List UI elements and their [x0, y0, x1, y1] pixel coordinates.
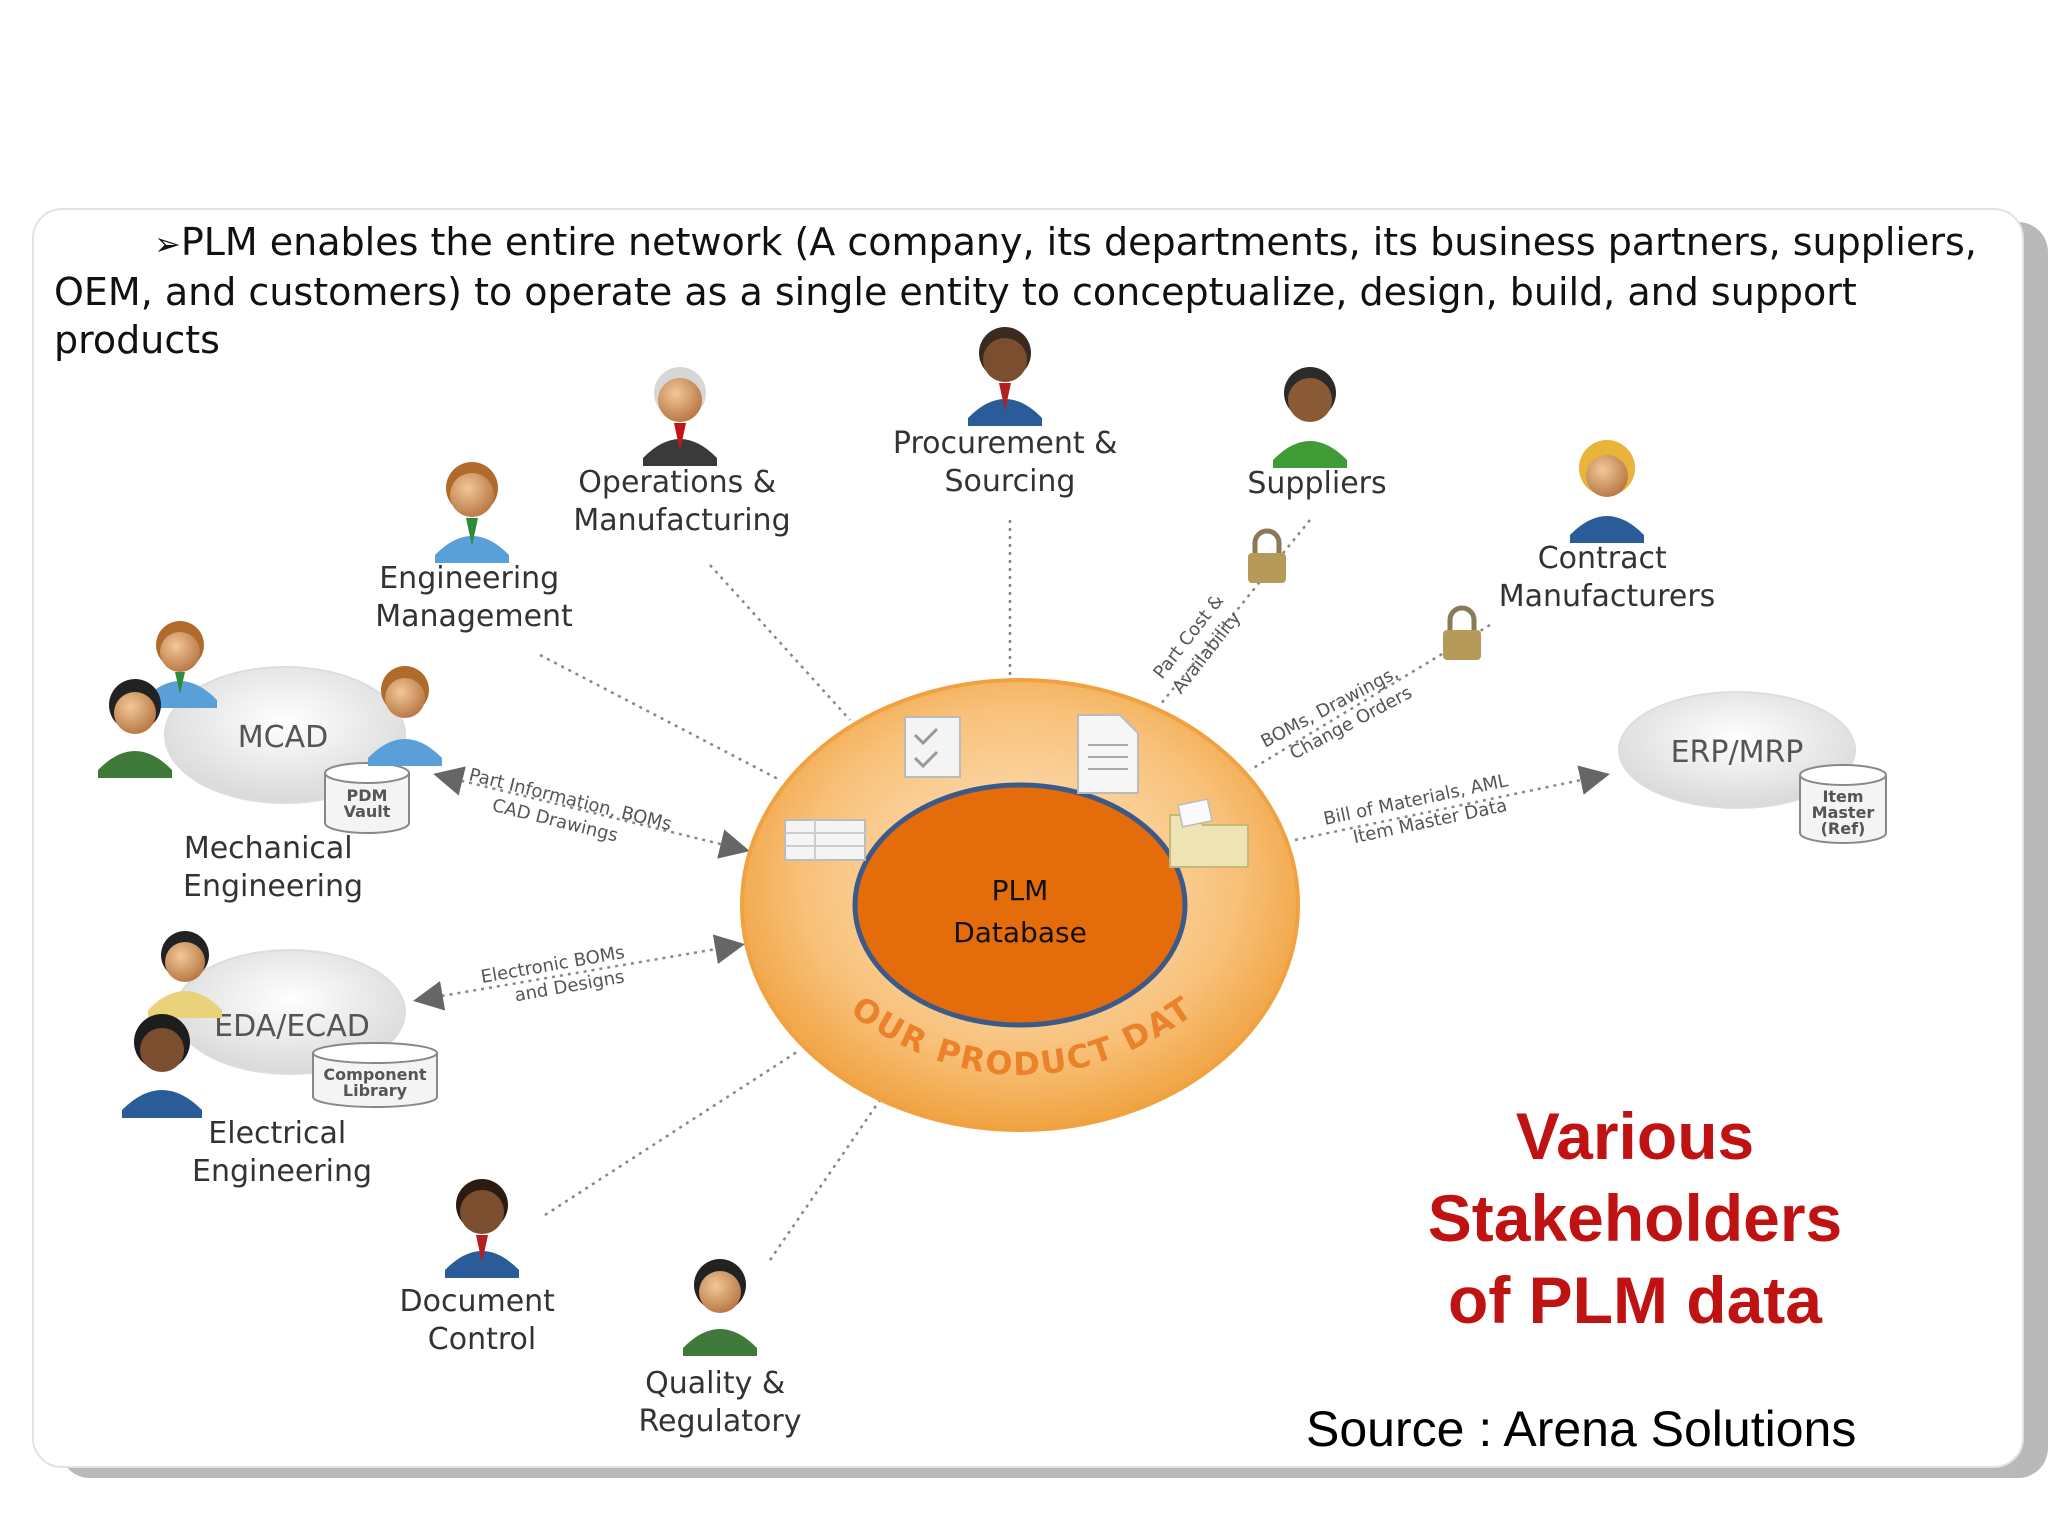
erp-flow-label: Bill of Materials, AML Item Master Data — [1322, 769, 1521, 853]
connector-eda — [413, 934, 745, 1011]
eda-label: EDA/ECAD — [214, 1009, 370, 1044]
connector-quality — [768, 1099, 882, 1261]
svg-text:(Ref): (Ref) — [1821, 819, 1866, 838]
erp-cloud — [1618, 691, 1856, 809]
contract-mfg-label: Contract Manufacturers — [1499, 541, 1716, 614]
item-master-database-icon: Item Master (Ref) — [1799, 764, 1887, 844]
plm-database-line2: Database — [953, 916, 1087, 949]
component-library-database-icon: Component Library — [312, 1042, 438, 1108]
erp-label: ERP/MRP — [1671, 735, 1804, 770]
connector-lines — [413, 519, 1610, 1261]
person-icon-suppliers — [1273, 367, 1347, 468]
eda-flow-label: Electronic BOMs and Designs — [479, 941, 636, 1012]
electrical-label: Electrical Engineering — [192, 1116, 372, 1189]
connector-engineering-mgmt — [539, 653, 781, 782]
heading-line-1: Various — [1515, 1099, 1755, 1173]
svg-text:Item: Item — [1822, 787, 1863, 806]
intro-paragraph: ➢PLM enables the entire network (A compa… — [54, 218, 2020, 364]
svg-text:Library: Library — [343, 1081, 408, 1100]
quality-label: Quality & Regulatory — [639, 1366, 802, 1439]
spreadsheet-icon — [784, 819, 866, 861]
person-icon-procurement — [968, 327, 1042, 426]
person-icon-mcad-top — [143, 621, 217, 708]
pdm-vault-database-icon: PDM Vault — [324, 762, 410, 834]
svg-text:Component: Component — [323, 1065, 426, 1084]
plm-database-line1: PLM — [992, 874, 1049, 907]
person-icon-contract-mfg — [1570, 440, 1644, 543]
connector-operations — [709, 564, 851, 721]
person-icon-operations — [643, 367, 717, 466]
person-icon-eda-bottom — [122, 1014, 202, 1118]
suppliers-flow-label: Part Cost & Availability — [1149, 586, 1250, 698]
heading-line-2: Stakeholders — [1427, 1181, 1843, 1255]
connector-document-control — [544, 1048, 801, 1217]
svg-text:Vault: Vault — [344, 802, 391, 821]
person-icon-engineering-mgmt — [435, 462, 509, 563]
engineering-mgmt-label: Engineering Management — [375, 561, 573, 634]
document-icon — [1077, 714, 1139, 794]
heading-line-3: of PLM data — [1448, 1263, 1822, 1337]
svg-text:PDM: PDM — [347, 786, 388, 805]
person-icon-mcad-left — [98, 679, 172, 778]
padlock-icon-contract — [1443, 605, 1481, 660]
plm-database-core — [852, 782, 1188, 1028]
stakeholders-heading: Various Stakeholders of PLM data — [1330, 1095, 1940, 1341]
svg-text:Master: Master — [1812, 803, 1875, 822]
document-control-label: Document Control — [400, 1284, 565, 1357]
padlock-icon-suppliers — [1248, 528, 1286, 583]
procurement-label: Procurement & Sourcing — [893, 426, 1127, 499]
mcad-label: MCAD — [238, 720, 328, 755]
connector-contract — [1249, 623, 1491, 772]
checklist-icon — [904, 716, 961, 778]
folder-icon — [1169, 798, 1249, 868]
source-credit: Source : Arena Solutions — [1306, 1401, 1857, 1457]
intro-text: PLM enables the entire network (A compan… — [54, 220, 1977, 362]
person-icon-document-control — [445, 1179, 519, 1278]
mcad-flow-label: Part Information, BOMs CAD Drawings — [461, 764, 679, 859]
person-icon-mcad-right — [368, 666, 442, 766]
suppliers-label: Suppliers — [1247, 466, 1386, 501]
operations-label: Operations & Manufacturing — [573, 465, 790, 538]
mechanical-label: Mechanical Engineering — [183, 831, 363, 904]
bullet-arrow-icon: ➢ — [154, 225, 181, 263]
person-icon-quality — [683, 1259, 757, 1356]
person-icon-eda-top — [148, 931, 222, 1018]
